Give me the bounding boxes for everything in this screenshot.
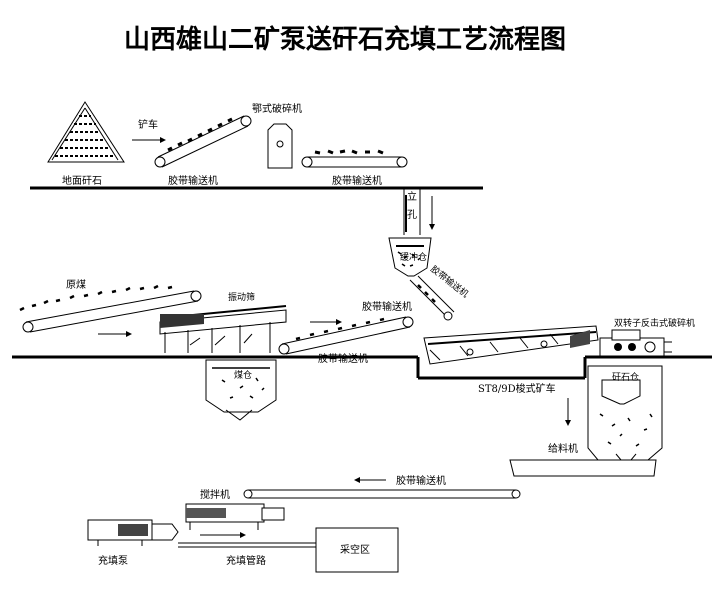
belt-conveyor-6-label: 胶带输送机 bbox=[396, 474, 446, 487]
diagram-title: 山西雄山二矿泵送矸石充填工艺流程图 bbox=[124, 24, 566, 55]
flow-arrow-shaft-down bbox=[429, 196, 435, 230]
filling-pump bbox=[87, 519, 179, 546]
belt-conveyor-1 bbox=[154, 115, 252, 168]
filling-pipeline-label: 充填管路 bbox=[226, 554, 266, 567]
flow-arrow-raw-coal bbox=[98, 331, 132, 337]
jaw-crusher bbox=[267, 123, 293, 169]
double-rotor-crusher bbox=[599, 329, 672, 357]
flow-arrow-conveyor-6 bbox=[354, 477, 386, 483]
flow-arrow-shovel bbox=[132, 137, 166, 143]
goaf-label: 采空区 bbox=[340, 543, 370, 556]
shuttle-mine-car bbox=[423, 325, 599, 365]
flow-arrow-to-feeder bbox=[565, 398, 571, 426]
gangue-bin-label: 矸石仓 bbox=[612, 371, 639, 383]
mixer-label: 搅拌机 bbox=[200, 488, 230, 501]
belt-conveyor-4 bbox=[278, 316, 414, 355]
belt-conveyor-1-label: 胶带输送机 bbox=[168, 174, 218, 187]
buffer-bin bbox=[388, 237, 432, 277]
belt-conveyor-3 bbox=[409, 275, 455, 321]
shovel-car-label: 铲车 bbox=[138, 118, 158, 131]
ground-gangue-pile bbox=[47, 101, 125, 163]
flow-arrow-pipeline bbox=[200, 532, 246, 538]
vertical-shaft-label-1: 立 bbox=[407, 190, 417, 203]
belt-conveyor-2 bbox=[301, 149, 408, 168]
vertical-shaft-label-2: 孔 bbox=[407, 209, 417, 221]
belt-conveyor-2-label: 胶带输送机 bbox=[332, 174, 382, 187]
vibrating-screen-label: 振动筛 bbox=[228, 291, 255, 303]
belt-conveyor-raw-coal bbox=[19, 284, 202, 333]
belt-conveyor-5-label: 胶带输送机 bbox=[318, 352, 368, 365]
ground-gangue-label: 地面矸石 bbox=[62, 174, 102, 187]
double-rotor-crusher-label: 双转子反击式破碎机 bbox=[614, 317, 695, 329]
buffer-bin-label: 缓冲仓 bbox=[400, 251, 427, 263]
goaf-box bbox=[315, 527, 399, 573]
coal-bin-label: 煤仓 bbox=[234, 369, 252, 381]
belt-conveyor-3-label: 胶带输送机 bbox=[428, 263, 471, 300]
vertical-shaft bbox=[403, 188, 421, 235]
coal-bin bbox=[205, 359, 277, 421]
feeder-label: 给料机 bbox=[548, 442, 578, 455]
feeder bbox=[509, 459, 657, 477]
mixer bbox=[185, 503, 285, 530]
mine-car-label: ST8/9D梭式矿车 bbox=[478, 382, 556, 395]
filling-pump-label: 充填泵 bbox=[98, 554, 128, 567]
gangue-bin bbox=[587, 365, 663, 467]
vibrating-screen bbox=[159, 305, 287, 353]
filling-pipeline bbox=[178, 542, 316, 548]
jaw-crusher-label: 鄂式破碎机 bbox=[252, 102, 302, 115]
belt-conveyor-6 bbox=[243, 489, 521, 499]
flow-arrow-conveyor-4 bbox=[310, 319, 342, 325]
raw-coal-label: 原煤 bbox=[66, 278, 86, 291]
belt-conveyor-4-label: 胶带输送机 bbox=[362, 300, 412, 313]
